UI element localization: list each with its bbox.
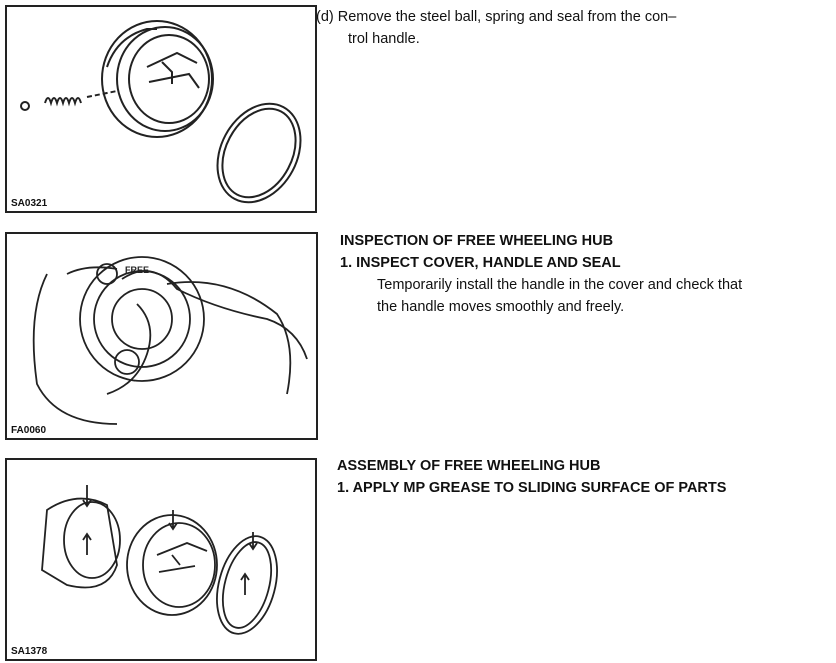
figure-sa0321: SA0321	[5, 5, 317, 213]
hub-parts-grease-illustration	[41, 485, 278, 635]
svg-text:FREE: FREE	[125, 265, 149, 275]
hand-turning-handle-illustration: FREE	[32, 256, 308, 425]
figure-fa0060: FREE FA0060	[5, 232, 318, 440]
assembly-item-1: 1. APPLY MP GREASE TO SLIDING SURFACE OF…	[337, 480, 727, 496]
figure-code: FA0060	[11, 425, 47, 436]
inspection-item-1: 1. INSPECT COVER, HANDLE AND SEAL	[340, 255, 621, 271]
inspection-body-line2: the handle moves smoothly and freely.	[377, 299, 625, 315]
figure-code: SA0321	[11, 198, 48, 209]
step-d-line1: (d) Remove the steel ball, spring and se…	[316, 9, 677, 25]
figure-sa1378: SA1378	[5, 458, 317, 661]
assembly-heading: ASSEMBLY OF FREE WHEELING HUB	[337, 458, 601, 474]
figure-code: SA1378	[11, 646, 48, 657]
inspection-body-line1: Temporarily install the handle in the co…	[377, 277, 743, 293]
step-d-line2: trol handle.	[348, 31, 420, 47]
control-handle-exploded-illustration	[20, 20, 302, 204]
inspection-heading: INSPECTION OF FREE WHEELING HUB	[340, 233, 614, 249]
